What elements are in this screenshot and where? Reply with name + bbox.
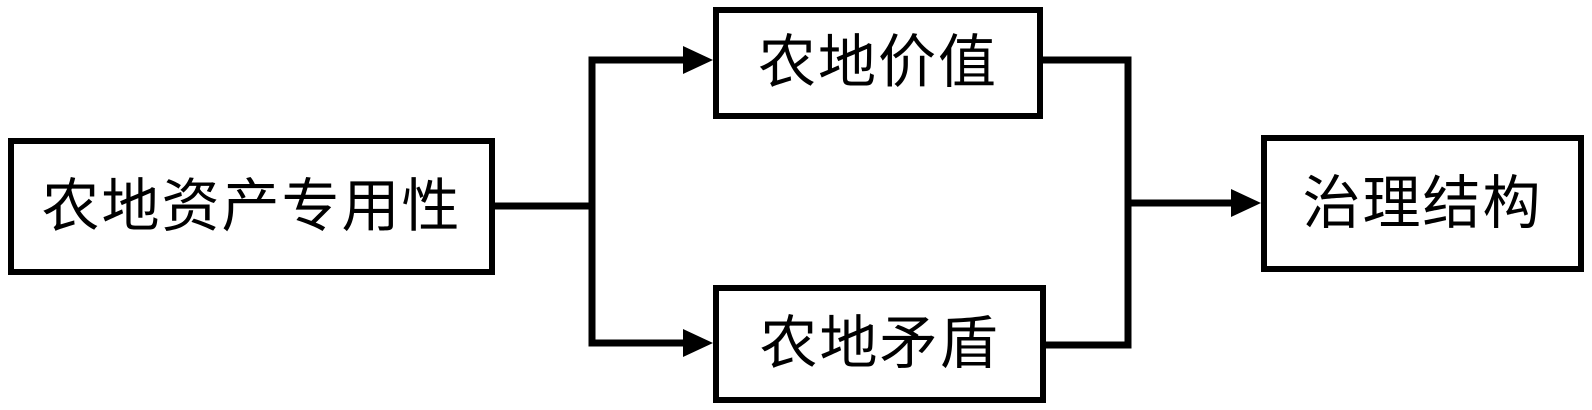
node-farmland-conflict: 农地矛盾 — [713, 285, 1046, 403]
arrowhead-to-bottom-icon — [683, 329, 713, 357]
node-farmland-asset-specificity-label: 农地资产专用性 — [41, 173, 462, 239]
node-farmland-conflict-label: 农地矛盾 — [759, 311, 1000, 376]
arrowhead-to-target-icon — [1231, 189, 1261, 217]
node-governance-structure: 治理结构 — [1261, 135, 1584, 272]
node-farmland-value: 农地价值 — [713, 7, 1043, 119]
node-farmland-value-label: 农地价值 — [757, 30, 998, 95]
arrowhead-to-top-icon — [683, 46, 713, 74]
node-governance-structure-label: 治理结构 — [1302, 170, 1543, 236]
node-farmland-asset-specificity: 农地资产专用性 — [8, 138, 495, 275]
